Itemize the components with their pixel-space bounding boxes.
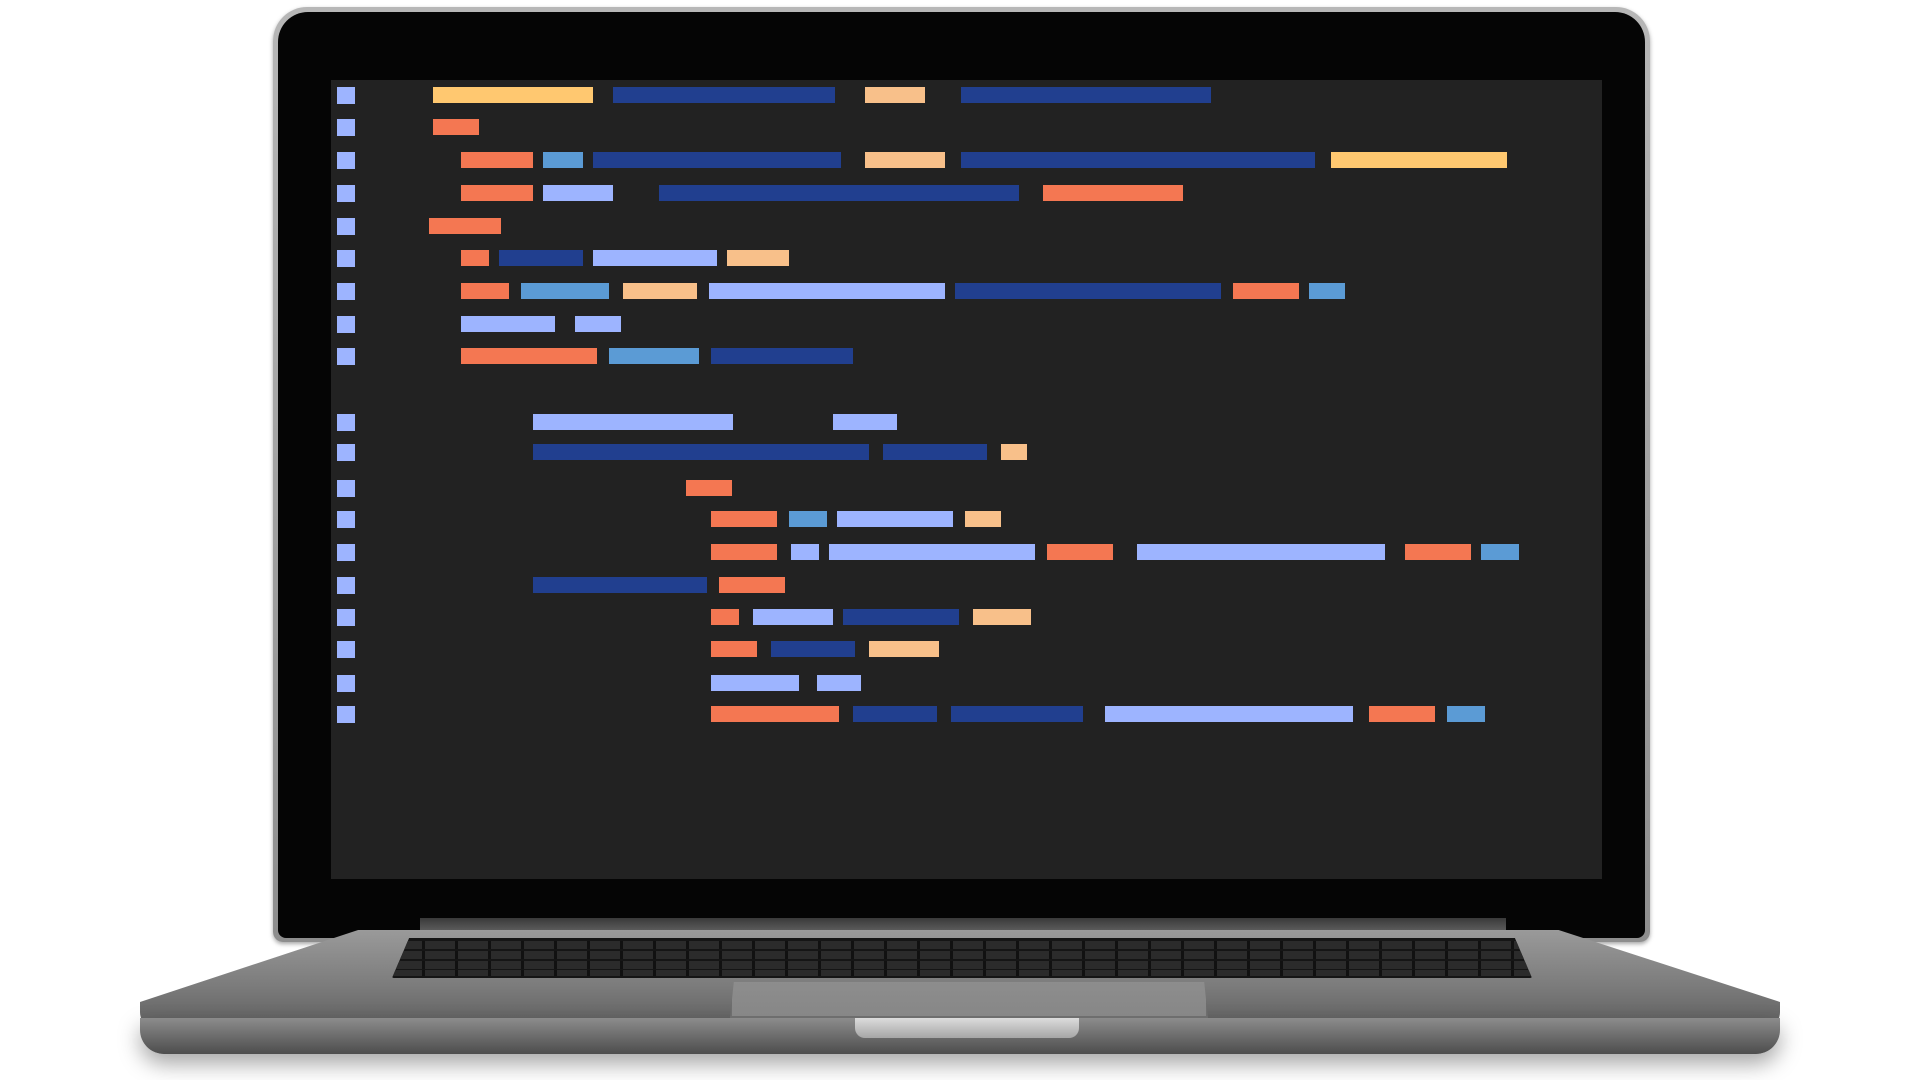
code-token-lightblue [791, 544, 819, 560]
code-token-navy [613, 87, 835, 103]
line-number-marker [337, 577, 355, 594]
line-number-marker [337, 544, 355, 561]
line-number-marker [337, 283, 355, 300]
line-number-marker [337, 316, 355, 333]
code-token-orange [1369, 706, 1435, 722]
code-token-yellow [433, 87, 593, 103]
line-number-marker [337, 185, 355, 202]
code-token-orange [1047, 544, 1113, 560]
line-number-marker [337, 218, 355, 235]
code-token-lightblue [543, 185, 613, 201]
line-number-marker [337, 480, 355, 497]
trackpad [730, 982, 1208, 1018]
code-token-lightblue [1105, 706, 1353, 722]
code-token-orange [711, 641, 757, 657]
code-token-orange [719, 577, 785, 593]
line-number-marker [337, 609, 355, 626]
code-token-navy [659, 185, 1019, 201]
line-number-marker [337, 414, 355, 431]
code-token-orange [711, 511, 777, 527]
code-token-lightblue [709, 283, 945, 299]
code-token-orange [461, 250, 489, 266]
key-row [392, 961, 1532, 969]
line-number-marker [337, 511, 355, 528]
code-token-peach [865, 87, 925, 103]
line-number-marker [337, 119, 355, 136]
code-token-orange [461, 152, 533, 168]
line-number-marker [337, 444, 355, 461]
code-token-peach [865, 152, 945, 168]
code-token-orange [461, 348, 597, 364]
line-number-marker [337, 250, 355, 267]
code-token-orange [686, 480, 732, 496]
code-token-lightblue [1137, 544, 1385, 560]
code-token-skyblue [789, 511, 827, 527]
code-token-lightblue [575, 316, 621, 332]
code-token-skyblue [521, 283, 609, 299]
code-token-skyblue [1447, 706, 1485, 722]
code-token-navy [883, 444, 987, 460]
code-token-navy [533, 577, 707, 593]
code-token-orange [433, 119, 479, 135]
code-token-orange [461, 185, 533, 201]
code-token-skyblue [543, 152, 583, 168]
code-token-lightblue [817, 675, 861, 691]
line-number-marker [337, 87, 355, 104]
code-token-yellow [1331, 152, 1507, 168]
code-token-peach [623, 283, 697, 299]
code-token-navy [961, 87, 1211, 103]
code-token-navy [843, 609, 959, 625]
keyboard [392, 938, 1532, 978]
line-number-marker [337, 706, 355, 723]
code-token-lightblue [753, 609, 833, 625]
lid-opening-notch [855, 1018, 1079, 1038]
line-number-marker [337, 348, 355, 365]
code-token-navy [771, 641, 855, 657]
code-token-lightblue [837, 511, 953, 527]
code-token-skyblue [609, 348, 699, 364]
line-number-marker [337, 641, 355, 658]
laptop-lid [273, 7, 1650, 942]
code-token-lightblue [829, 544, 1035, 560]
code-token-lightblue [533, 414, 733, 430]
code-token-lightblue [593, 250, 717, 266]
code-token-peach [1001, 444, 1027, 460]
code-token-orange [1043, 185, 1183, 201]
code-token-navy [499, 250, 583, 266]
line-number-marker [337, 675, 355, 692]
line-number-marker [337, 152, 355, 169]
code-token-skyblue [1309, 283, 1345, 299]
code-token-peach [727, 250, 789, 266]
code-token-lightblue [711, 675, 799, 691]
screen-bezel [278, 12, 1645, 938]
code-token-navy [593, 152, 841, 168]
code-token-orange [1233, 283, 1299, 299]
code-token-navy [961, 152, 1315, 168]
code-token-orange [461, 283, 509, 299]
code-token-orange [711, 544, 777, 560]
code-token-skyblue [1481, 544, 1519, 560]
code-token-peach [965, 511, 1001, 527]
code-editor-screen [331, 80, 1602, 879]
code-token-navy [955, 283, 1221, 299]
key-row [392, 941, 1532, 949]
code-token-peach [869, 641, 939, 657]
code-token-navy [533, 444, 869, 460]
code-token-navy [711, 348, 853, 364]
code-token-lightblue [833, 414, 897, 430]
code-token-lightblue [461, 316, 555, 332]
code-token-orange [429, 218, 501, 234]
code-token-orange [711, 609, 739, 625]
code-token-navy [853, 706, 937, 722]
key-row [392, 970, 1532, 976]
key-row [392, 951, 1532, 959]
code-token-orange [711, 706, 839, 722]
code-token-orange [1405, 544, 1471, 560]
code-token-peach [973, 609, 1031, 625]
code-token-navy [951, 706, 1083, 722]
